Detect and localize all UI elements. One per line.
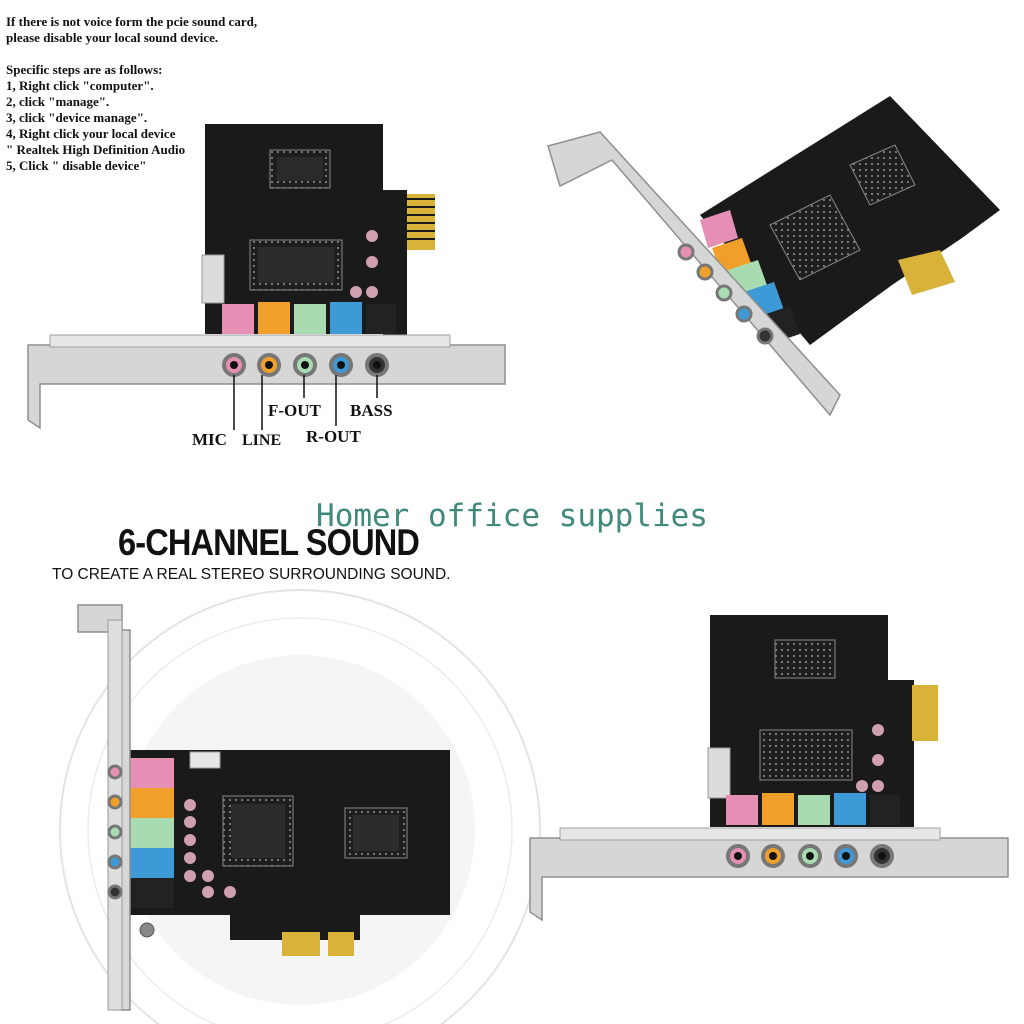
- sound-card-front-view-2: [529, 615, 1009, 922]
- port-label-f-out: F-OUT: [268, 401, 321, 420]
- port-label-mic: MIC: [192, 430, 227, 449]
- port-label-r-out: R-OUT: [306, 427, 361, 446]
- port-label-bass: BASS: [350, 401, 393, 420]
- port-label-line: LINE: [242, 432, 282, 449]
- instruction-line: please disable your local sound device.: [6, 30, 219, 45]
- headline: 6-CHANNEL SOUND: [118, 522, 420, 563]
- tagline: TO CREATE A REAL STEREO SURROUNDING SOUN…: [52, 566, 451, 583]
- sound-card-front-view: [27, 124, 506, 430]
- instruction-line: 1, Right click "computer".: [6, 78, 154, 93]
- instruction-line: 5, Click " disable device": [6, 158, 147, 173]
- sound-card-side-view: [59, 589, 541, 1024]
- instruction-line: If there is not voice form the pcie soun…: [6, 14, 258, 29]
- instruction-line: " Realtek High Definition Audio: [6, 142, 186, 157]
- instructions-text: If there is not voice form the pcie soun…: [6, 14, 257, 174]
- instruction-line: Specific steps are as follows:: [6, 62, 163, 77]
- instruction-line: 3, click "device manage".: [6, 110, 148, 125]
- instruction-line: 2, click "manage".: [6, 94, 110, 109]
- instruction-line: 4, Right click your local device: [6, 126, 176, 141]
- watermark-text: Homer office supplies: [316, 498, 708, 534]
- sound-card-angled-view: [547, 96, 1000, 417]
- circle-decoration-icon: [59, 589, 541, 1024]
